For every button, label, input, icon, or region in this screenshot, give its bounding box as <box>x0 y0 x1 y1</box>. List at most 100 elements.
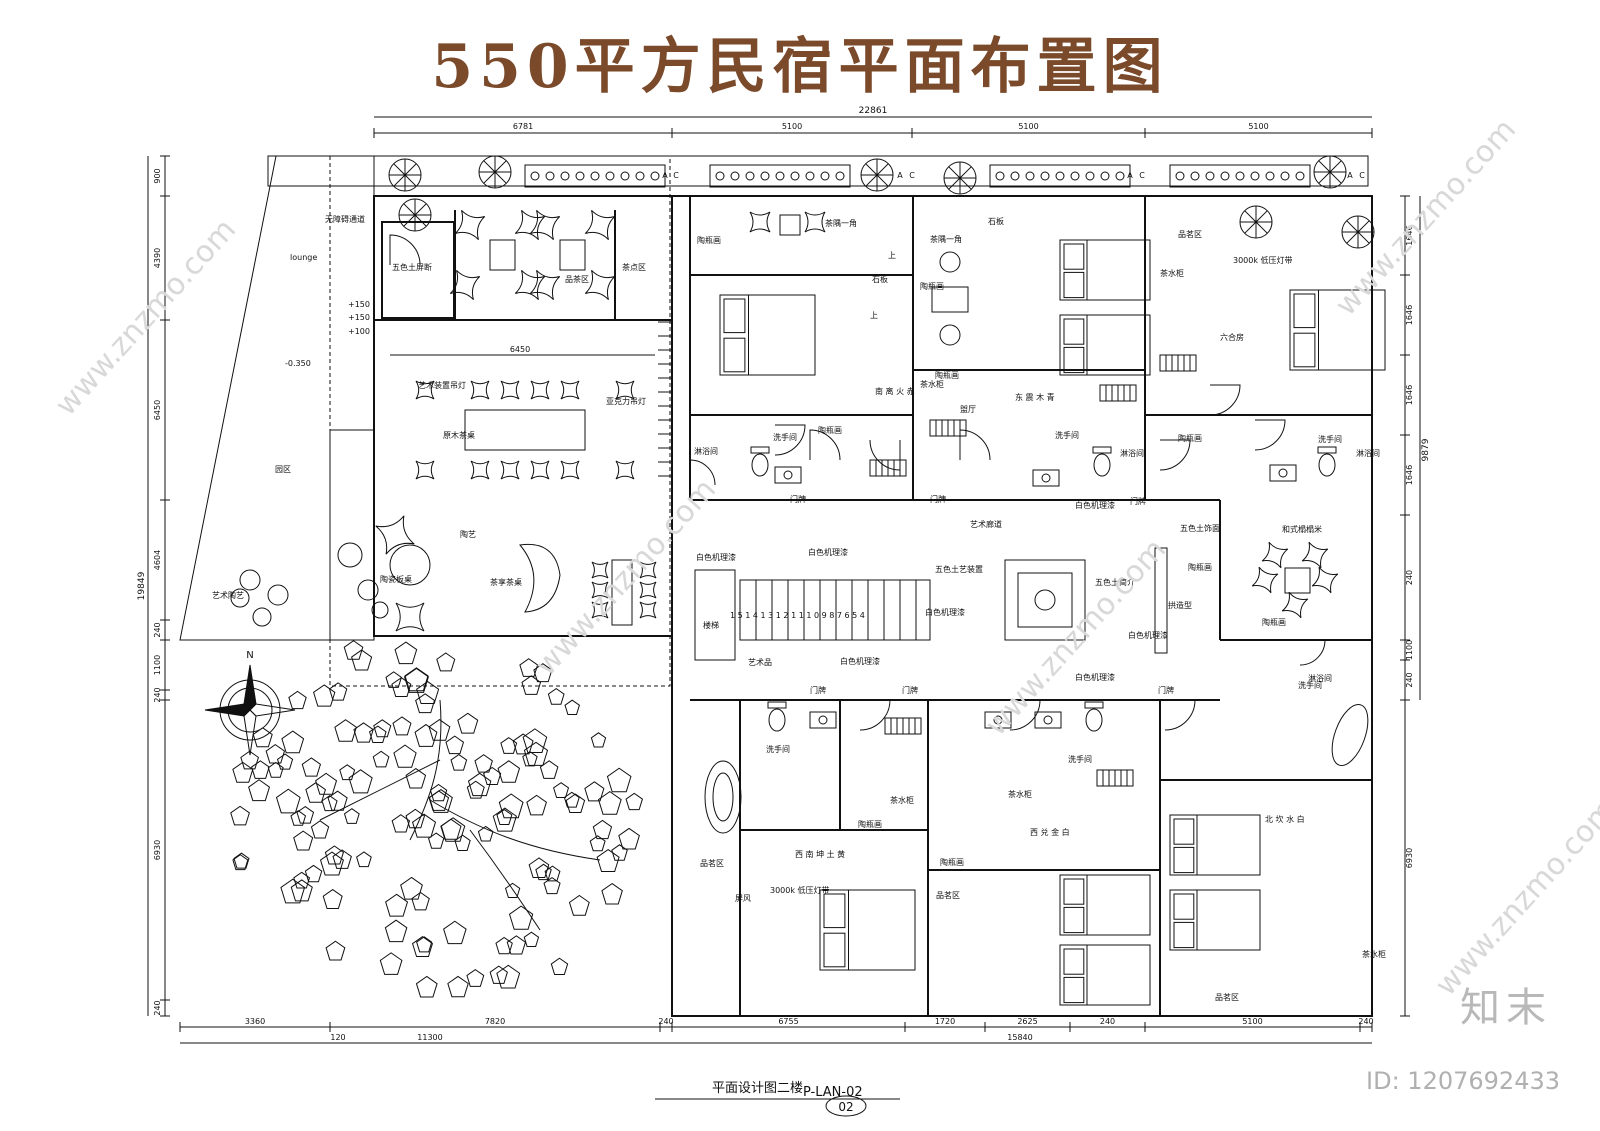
plan-label: lounge <box>290 253 317 262</box>
plan-label: C <box>909 171 915 180</box>
tree-leaf <box>265 744 286 764</box>
plan-label: 900 <box>153 168 162 183</box>
tree-leaf <box>592 819 613 840</box>
tree-leaf <box>496 964 521 989</box>
chair <box>639 581 657 599</box>
plan-label: 洗手间 <box>1318 434 1342 444</box>
toilet <box>1085 708 1103 732</box>
plan-label: 1100 <box>153 655 162 675</box>
plan-label: C <box>673 171 679 180</box>
toilet-tank <box>1084 701 1104 709</box>
planter-plant <box>1010 171 1020 181</box>
tea-table <box>489 239 516 271</box>
door-swing <box>389 234 421 266</box>
plan-label: 陶瓶画 <box>920 281 944 291</box>
tree-leaf <box>275 788 301 814</box>
planter-plant <box>1070 171 1080 181</box>
tree-leaf <box>315 772 338 795</box>
pillow <box>1063 948 1085 975</box>
tree-leaf <box>384 919 408 943</box>
chair <box>375 515 415 555</box>
plant-leaf <box>404 163 417 176</box>
plan-label: C <box>1139 171 1145 180</box>
tree-leaf <box>523 741 549 766</box>
plan-label: 6755 <box>778 1017 798 1026</box>
tree-leaf <box>474 754 493 773</box>
plan-label: 洗手间 <box>1068 754 1092 764</box>
door-swing <box>1164 699 1196 731</box>
plan-label: 白色机理漆 <box>925 607 965 617</box>
door-swing <box>859 699 891 731</box>
tree-leaf <box>324 845 345 865</box>
tree-leaf <box>601 882 623 905</box>
plant-leaf <box>414 214 427 227</box>
tree-leaf <box>372 750 390 768</box>
bed-east-1 <box>1059 239 1151 301</box>
tree-leaf <box>584 781 605 802</box>
plan-label: 屏风 <box>735 894 751 903</box>
sink <box>1032 469 1060 487</box>
stairs <box>739 579 931 641</box>
plan-label: 淋浴间 <box>694 446 718 456</box>
pillow <box>1063 271 1085 299</box>
chair <box>470 380 490 400</box>
tree-leaf <box>252 727 273 748</box>
toilet-tank <box>1092 446 1112 454</box>
tree-leaf <box>304 864 323 883</box>
plan-label: 南 离 火 赤 <box>875 386 915 396</box>
plan-label: 门牌 <box>930 494 946 504</box>
planter-plant <box>1190 171 1200 181</box>
sink-bowl <box>993 715 1003 725</box>
plant-leaf <box>1357 220 1370 233</box>
chair <box>454 209 486 241</box>
sink <box>774 466 802 484</box>
drawing-number-ring <box>825 1095 867 1117</box>
plan-label: 石板 <box>872 274 888 284</box>
tree-leaf <box>428 718 451 741</box>
plan-label: 洗手间 <box>766 744 790 754</box>
plan-label: 1100 <box>1405 640 1414 660</box>
plan-label: 五色土艺装置 <box>935 564 983 574</box>
plant-leaf <box>876 174 889 187</box>
plan-label: 240 <box>1405 672 1414 687</box>
stepping-stone <box>357 579 379 601</box>
plan-label: A <box>1347 171 1353 180</box>
planter-plant <box>590 171 600 181</box>
bed-north-1 <box>1169 814 1261 876</box>
planter-plant <box>560 171 570 181</box>
toilet-tank <box>767 701 787 709</box>
plant-leaf <box>1318 171 1331 184</box>
planter-plant <box>1265 171 1275 181</box>
plant-leaf <box>876 163 889 176</box>
plan-label: 22861 <box>859 106 888 116</box>
plan-label: 120 <box>330 1033 345 1042</box>
round-table <box>389 544 431 586</box>
plan-label: 240 <box>153 622 162 637</box>
wuse-device-inner <box>1017 572 1073 628</box>
plan-label: 洗手间 <box>773 432 797 442</box>
plan-label: 240 <box>153 1000 162 1015</box>
curved-sofa <box>519 543 561 613</box>
plan-label: 洗手间 <box>1055 430 1079 440</box>
plan-label: 无障碍通道 <box>325 214 365 224</box>
plan-label: -0.350 <box>285 359 311 368</box>
chair <box>591 601 609 619</box>
tree-leaf <box>506 935 526 955</box>
tree-leaf <box>508 905 534 930</box>
tree-leaf <box>310 820 330 839</box>
pillow <box>1063 976 1085 1004</box>
plan-label: 北 坎 水 白 <box>1265 814 1305 824</box>
plan-label: 拱造型 <box>1168 600 1192 610</box>
pillow <box>1063 878 1085 905</box>
plan-label: +150 <box>348 313 370 322</box>
plan-label: +100 <box>348 327 370 336</box>
plan-label: 3360 <box>245 1017 265 1026</box>
tree-leaf <box>405 808 426 829</box>
plan-label: 1646 <box>1405 225 1414 245</box>
pillow <box>1063 243 1085 270</box>
plant-leaf <box>1329 160 1342 173</box>
bed-south <box>719 294 816 376</box>
plan-label: 淋浴间 <box>1120 448 1144 458</box>
tree-leaf <box>519 658 539 677</box>
stair-landing <box>694 569 736 661</box>
